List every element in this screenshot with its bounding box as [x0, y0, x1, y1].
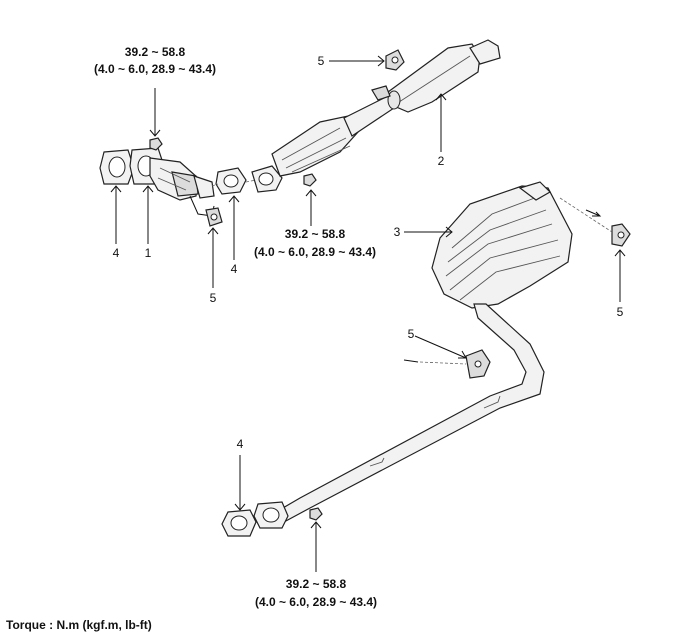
- center-nut: [303, 173, 317, 187]
- callout-5-right-hanger: 5: [617, 305, 624, 319]
- center-gasket: [215, 167, 247, 195]
- front-gasket: [99, 149, 135, 185]
- callout-5-top-hanger: 5: [318, 54, 325, 68]
- callout-4-rear-gasket: 4: [237, 437, 244, 451]
- front-hanger-rubber: [205, 207, 223, 227]
- callout-3-main-muffler: 3: [394, 225, 401, 239]
- torque-label-top-sub: (4.0 ~ 6.0, 28.9 ~ 43.4): [94, 62, 216, 76]
- torque-units-legend: Torque : N.m (kgf.m, lb-ft): [6, 618, 152, 632]
- rear-gasket: [221, 509, 257, 537]
- right-hanger-rubber: [611, 223, 631, 247]
- front-pipe-catalytic: [129, 147, 215, 217]
- main-muffler: [431, 181, 573, 309]
- torque-label-middle-sub: (4.0 ~ 6.0, 28.9 ~ 43.4): [254, 245, 376, 259]
- callout-2-center-pipe: 2: [438, 154, 445, 168]
- rear-hanger-rubber: [465, 349, 491, 379]
- callout-4-center-gasket: 4: [231, 262, 238, 276]
- torque-label-bottom-sub: (4.0 ~ 6.0, 28.9 ~ 43.4): [255, 595, 377, 609]
- torque-label-middle: 39.2 ~ 58.8: [285, 227, 346, 241]
- leader-lines: [110, 55, 626, 572]
- callout-4-front-gasket: 4: [113, 246, 120, 260]
- front-nut: [149, 137, 163, 151]
- rear-nut: [309, 507, 323, 521]
- torque-label-bottom: 39.2 ~ 58.8: [286, 577, 347, 591]
- callout-5-rear-hanger: 5: [408, 327, 415, 341]
- rear-flange: [253, 501, 289, 529]
- center-pipe-catalytic: [251, 39, 501, 193]
- callout-5-front-hanger: 5: [210, 291, 217, 305]
- torque-label-top: 39.2 ~ 58.8: [125, 45, 186, 59]
- top-hanger-rubber: [385, 49, 405, 71]
- callout-1-front-pipe: 1: [145, 246, 152, 260]
